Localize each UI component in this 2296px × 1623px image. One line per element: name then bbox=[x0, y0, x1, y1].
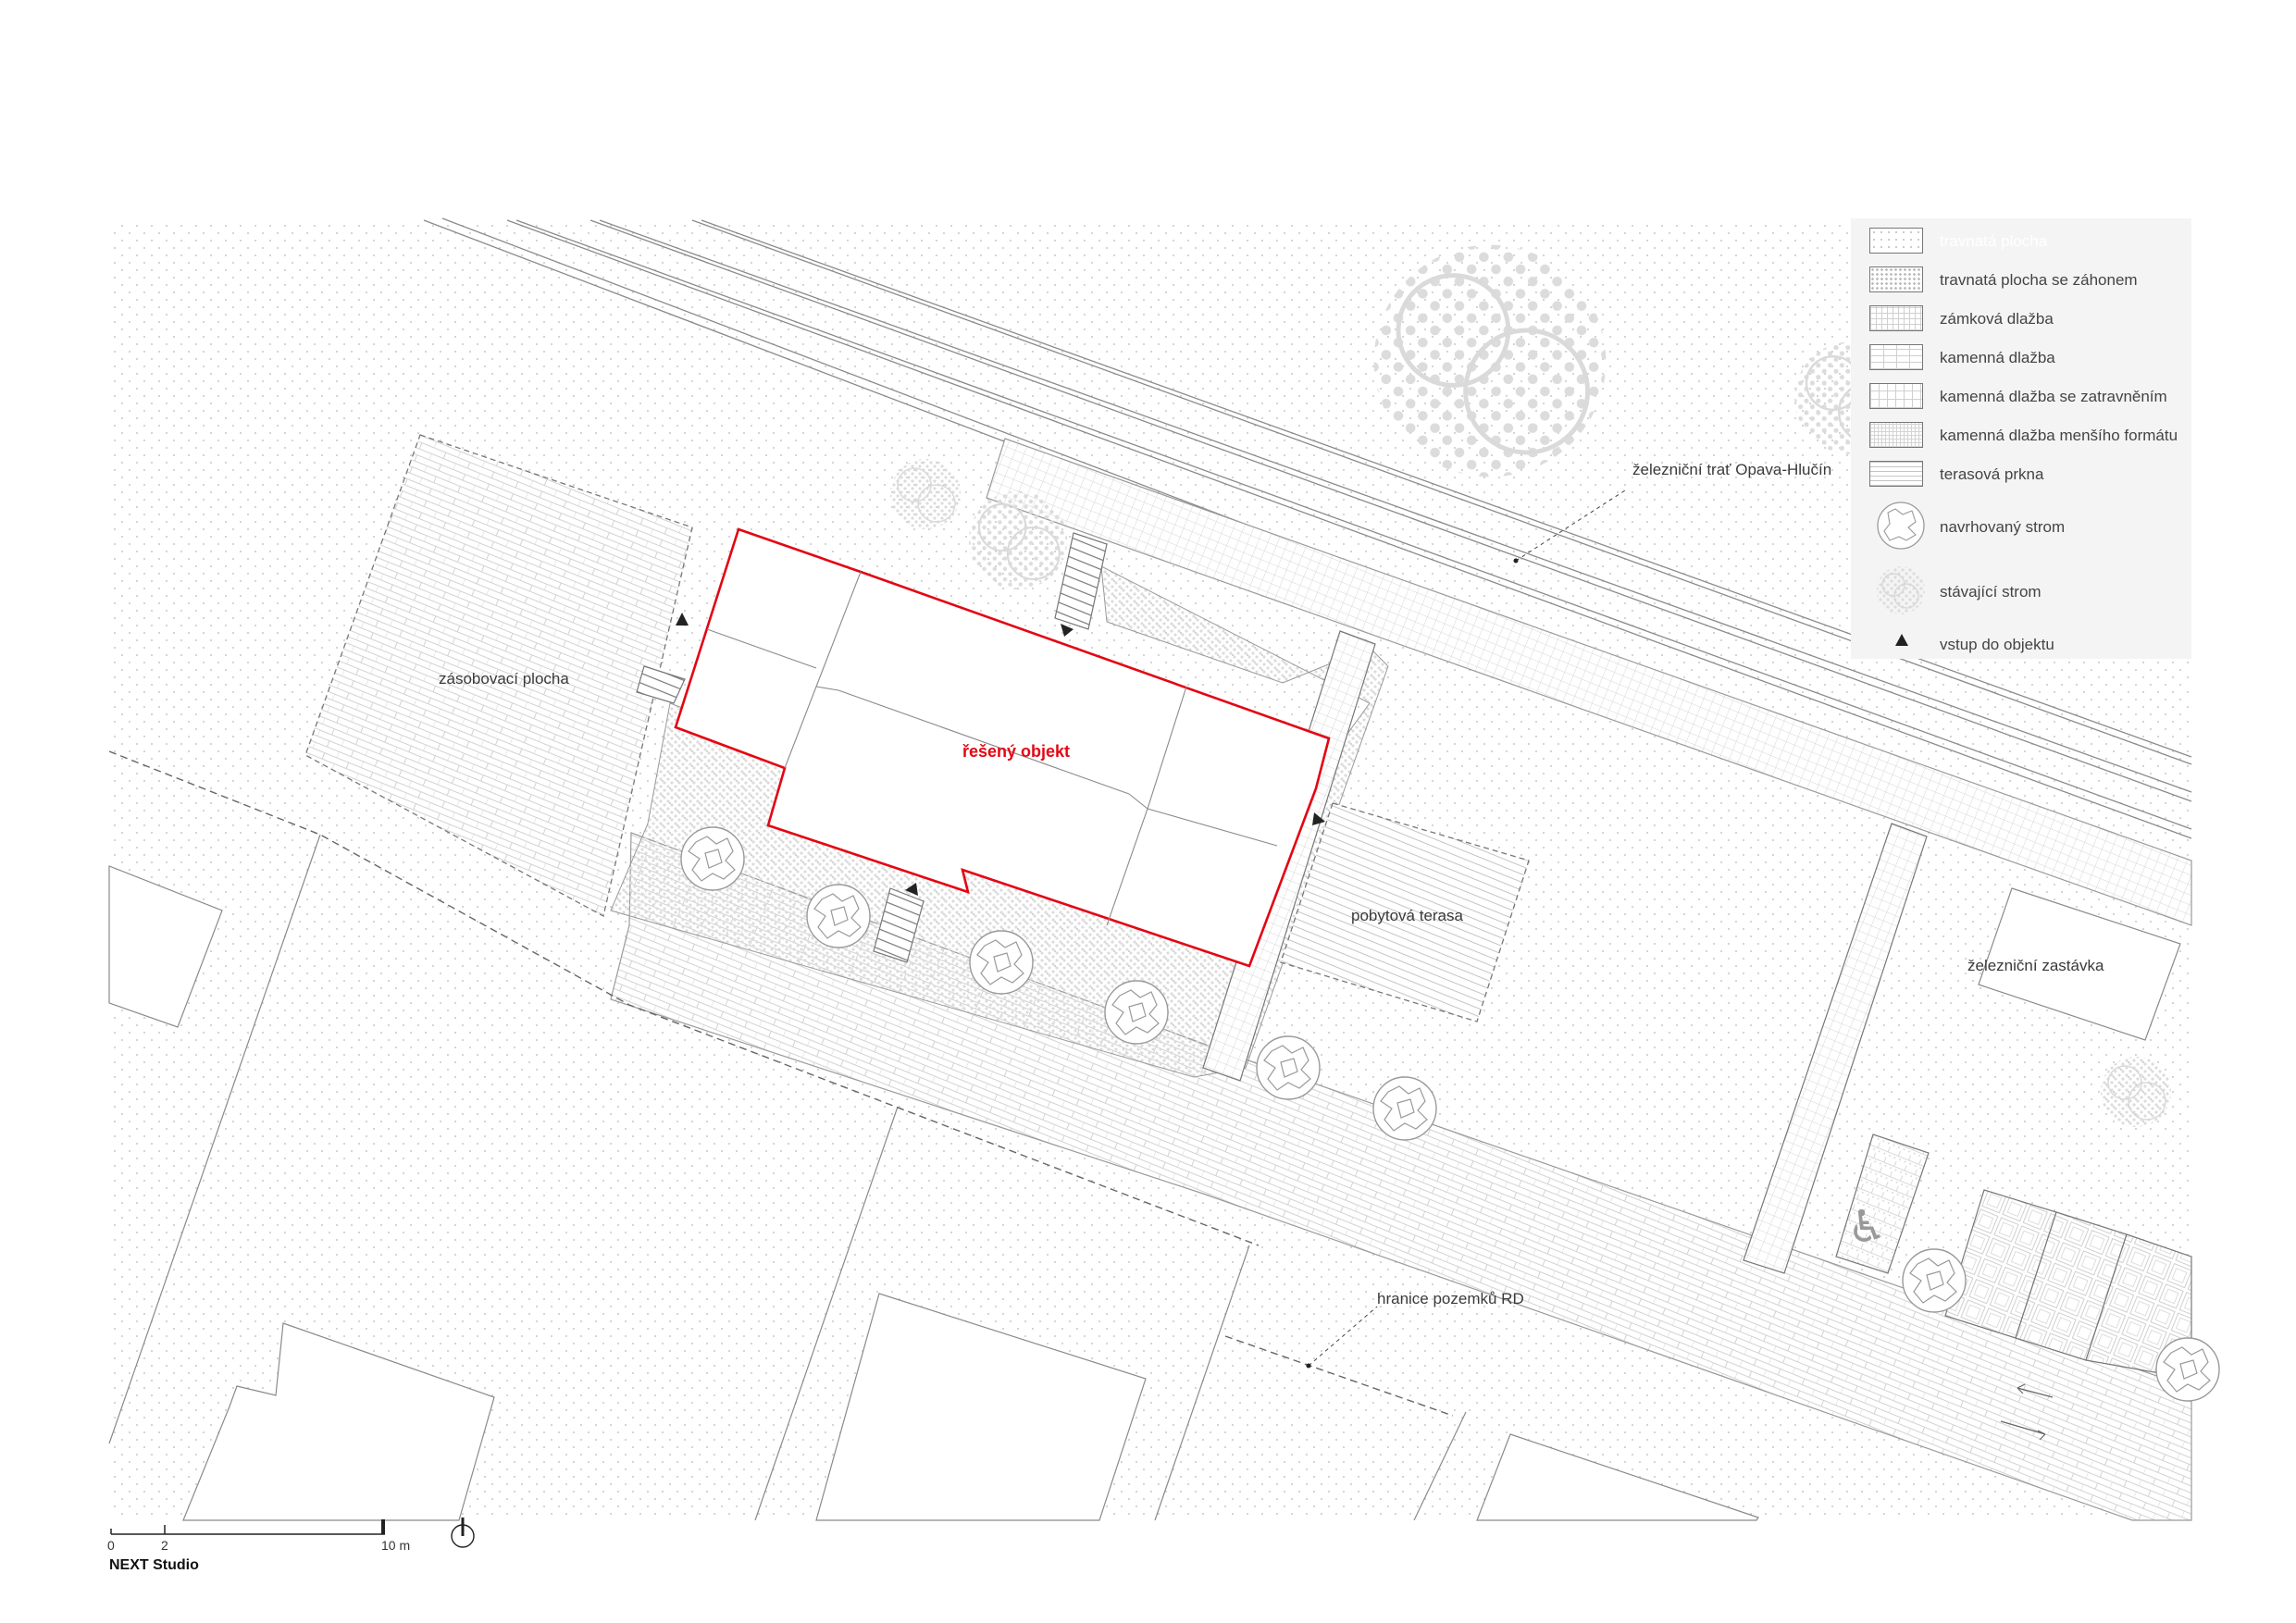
railway-label: železniční trať Opava-Hlučín bbox=[1632, 461, 1832, 478]
wheelchair-icon: ♿ bbox=[1847, 1201, 1887, 1253]
scale-label-0: 0 bbox=[107, 1538, 115, 1553]
entrance-markers bbox=[676, 613, 1325, 896]
legend-swatch-stone-small bbox=[1869, 422, 1923, 448]
legend-item-boards: terasová prkna bbox=[1864, 455, 2188, 487]
roof-lines bbox=[706, 571, 1278, 926]
scale-bar bbox=[110, 1519, 385, 1535]
studio-credit: NEXT Studio bbox=[109, 1557, 199, 1573]
parking: ♿ bbox=[1835, 1134, 2192, 1380]
legend-label: kamenná dlažba se zatravněním bbox=[1940, 388, 2167, 405]
legend-item-tree-new: navrhovaný strom bbox=[1864, 500, 2188, 551]
station-path bbox=[1743, 823, 1928, 1274]
terrace-boards bbox=[1280, 802, 1530, 1022]
station-label: železniční zastávka bbox=[1967, 957, 2104, 974]
legend-swatch-interlock bbox=[1869, 305, 1923, 331]
entrance-triangle-icon bbox=[1061, 624, 1074, 637]
legend-label: kamenná dlažba bbox=[1940, 349, 2055, 366]
legend-item-tree-existing: stávající strom bbox=[1864, 564, 2188, 616]
legend-item-grass: travnatá plocha bbox=[1864, 222, 2188, 254]
scale-label-2: 2 bbox=[161, 1538, 168, 1553]
legend-label: travnatá plocha se záhonem bbox=[1940, 271, 2138, 289]
scale-label-10: 10 m bbox=[381, 1538, 411, 1553]
platform-paving bbox=[986, 438, 2192, 926]
legend-item-interlock: zámková dlažba bbox=[1864, 300, 2188, 331]
supply-area bbox=[304, 434, 693, 917]
legend-label: navrhovaný strom bbox=[1940, 518, 2066, 536]
entrance-triangle-icon bbox=[905, 883, 918, 896]
legend-item-grass-bed: travnatá plocha se záhonem bbox=[1864, 261, 2188, 292]
legend-item-stone: kamenná dlažba bbox=[1864, 339, 2188, 370]
traffic-arrows bbox=[2000, 1383, 2054, 1441]
supply-area-label: zásobovací plocha bbox=[439, 670, 569, 688]
legend-swatch-boards bbox=[1869, 461, 1923, 487]
legend-swatch-stone bbox=[1869, 344, 1923, 370]
legend-swatch-dots-fine bbox=[1869, 228, 1923, 254]
leader-lines bbox=[1308, 489, 1626, 1367]
legend-item-entrance: vstup do objektu bbox=[1864, 626, 2188, 657]
legend-item-stone-small: kamenná dlažba menšího formátu bbox=[1864, 416, 2188, 448]
steps-west bbox=[636, 665, 686, 704]
legend-label: kamenná dlažba menšího formátu bbox=[1940, 427, 2178, 444]
legend-swatch-dots-dense bbox=[1869, 266, 1923, 292]
entrance-triangle-icon bbox=[1312, 812, 1325, 825]
steps-south bbox=[873, 887, 925, 963]
legend-item-stone-grass: kamenná dlažba se zatravněním bbox=[1864, 378, 2188, 409]
entrance-triangle-icon bbox=[676, 613, 689, 626]
north-arrow-icon bbox=[451, 1518, 475, 1548]
legend-label: terasová prkna bbox=[1940, 465, 2044, 483]
entrance-triangle-icon bbox=[1895, 634, 1908, 646]
tree-existing-icon bbox=[1877, 566, 1925, 614]
legend-label: vstup do objektu bbox=[1940, 636, 2054, 653]
legend-label: stávající strom bbox=[1940, 583, 2042, 601]
building-outline bbox=[674, 527, 1331, 968]
tree-new-icon bbox=[1877, 502, 1925, 550]
legend-label: zámková dlažba bbox=[1940, 310, 2054, 328]
plot-boundary-lines bbox=[108, 750, 1454, 1417]
neighbour-plots bbox=[108, 834, 2181, 1521]
legend-swatch-stone-grass bbox=[1869, 383, 1923, 409]
terrace-label: pobytová terasa bbox=[1351, 907, 1463, 924]
legend: travnatá plocha travnatá plocha se záhon… bbox=[1851, 218, 2191, 659]
legend-label: travnatá plocha bbox=[1940, 232, 2048, 250]
plot-boundary-label: hranice pozemků RD bbox=[1377, 1290, 1524, 1307]
steps-north bbox=[1054, 532, 1108, 630]
building-label: řešený objekt bbox=[962, 742, 1071, 761]
